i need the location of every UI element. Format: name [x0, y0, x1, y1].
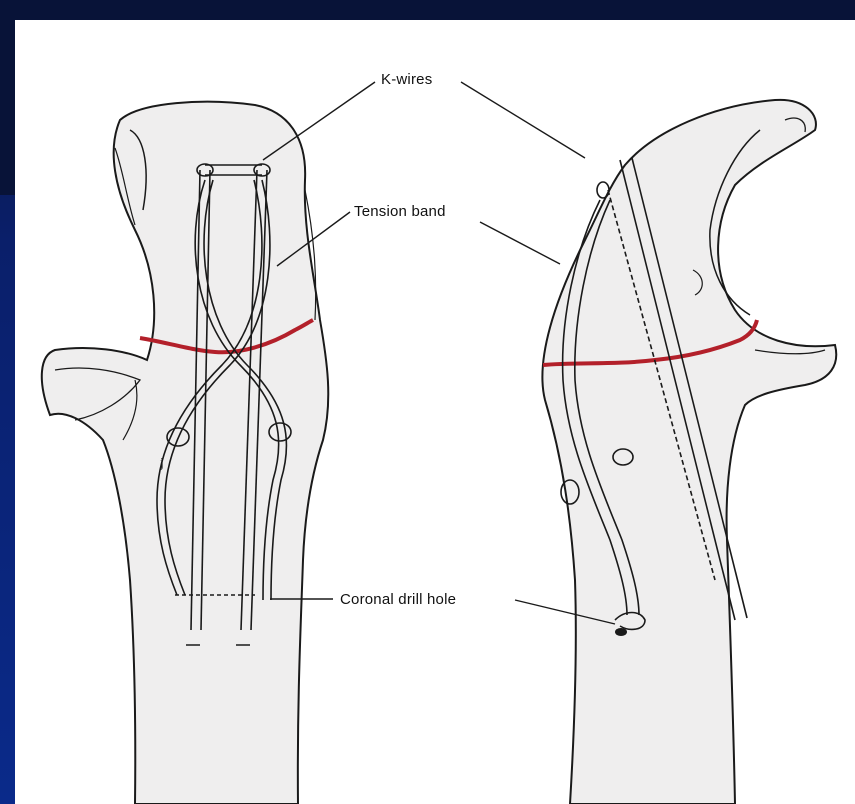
left-small-marker: j — [159, 456, 164, 471]
coronal-drill-hole-mark — [615, 628, 627, 636]
coronal-drill-hole-label: Coronal drill hole — [340, 591, 456, 608]
olecranon-fixation-illustration: j — [15, 20, 855, 804]
left-ulna-outline — [42, 102, 329, 804]
tension-band-label: Tension band — [354, 203, 446, 220]
right-ulna — [542, 100, 836, 804]
right-ulna-outline — [542, 100, 836, 804]
illustration-panel: j — [15, 20, 855, 804]
left-ulna — [42, 102, 329, 804]
k-wires-label: K-wires — [381, 71, 432, 88]
